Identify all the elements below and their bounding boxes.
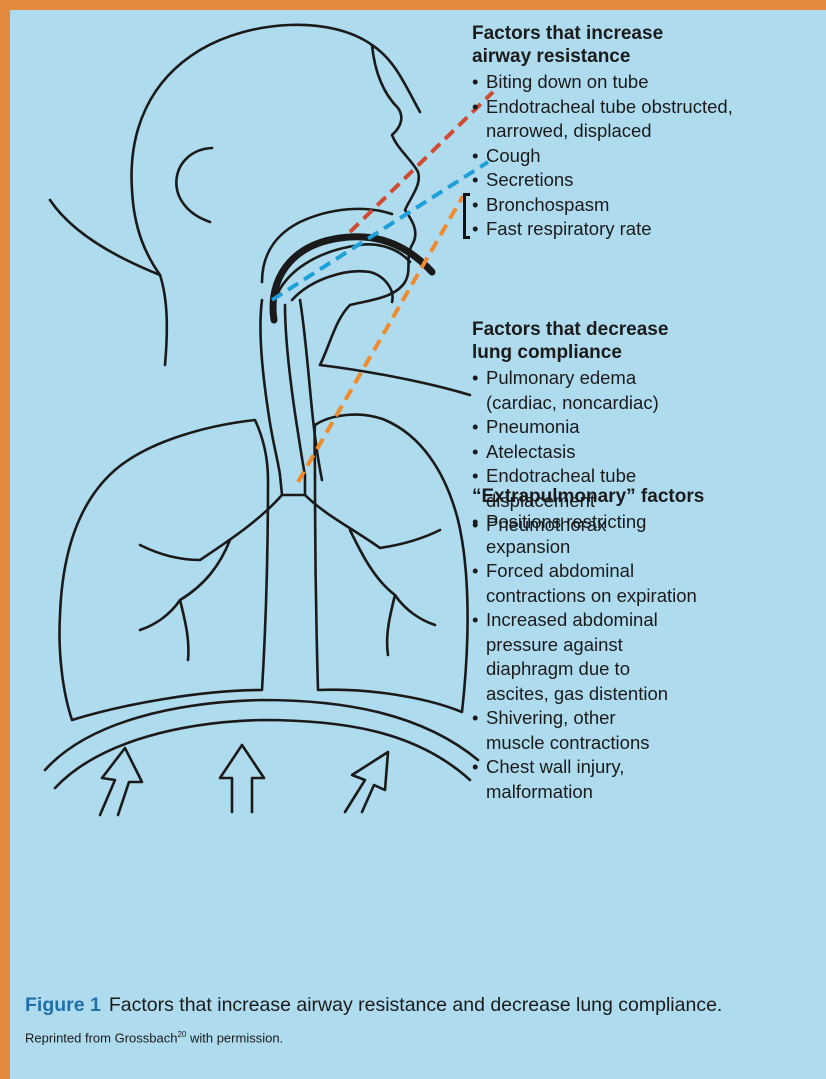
arrow-left xyxy=(100,748,142,815)
connector-blue xyxy=(272,162,488,300)
lung-compliance-heading: Factors that decrease lung compliance xyxy=(472,318,812,364)
airway-resistance-heading: Factors that increase airway resistance xyxy=(472,22,812,68)
list-item-continuation: narrowed, displaced xyxy=(472,119,812,144)
figure-caption: Figure 1 Factors that increase airway res… xyxy=(25,994,722,1017)
trachea-left-wall xyxy=(260,300,280,475)
ear xyxy=(176,148,212,222)
extrapulmonary-group: “Extrapulmonary” factors Positions restr… xyxy=(472,485,812,804)
list-item: Forced abdominal xyxy=(472,559,812,584)
list-item: Shivering, other xyxy=(472,706,812,731)
trachea-right-wall xyxy=(285,305,305,475)
respiratory-system-illustration xyxy=(0,0,500,820)
list-item-continuation: malformation xyxy=(472,780,812,805)
right-shoulder xyxy=(320,365,470,395)
list-item: Bronchospasm xyxy=(472,193,812,218)
arrow-center xyxy=(220,745,264,812)
heading-line-1: Factors that decrease xyxy=(472,319,668,340)
caption-text: Factors that increase airway resistance … xyxy=(109,994,722,1016)
heading-line-1: Factors that increase xyxy=(472,23,663,44)
list-item: Increased abdominal xyxy=(472,608,812,633)
credit-text-after: with permission. xyxy=(186,1030,283,1045)
arrow-right xyxy=(345,752,388,812)
extrapulmonary-heading: “Extrapulmonary” factors xyxy=(472,485,812,508)
left-bronchus xyxy=(140,495,282,660)
list-item-continuation: diaphragm due to xyxy=(472,657,812,682)
heading-line-2: lung compliance xyxy=(472,342,622,363)
extrapulmonary-list: Positions restricting expansion Forced a… xyxy=(472,510,812,804)
list-item: Cough xyxy=(472,144,812,169)
figure-label: Figure 1 xyxy=(25,994,101,1016)
airway-resistance-list: Biting down on tube Endotracheal tube ob… xyxy=(472,70,812,242)
list-item: Positions restricting xyxy=(472,510,812,535)
list-item: Biting down on tube xyxy=(472,70,812,95)
list-item-continuation: ascites, gas distention xyxy=(472,682,812,707)
list-item-continuation: muscle contractions xyxy=(472,731,812,756)
credit-text-before: Reprinted from Grossbach xyxy=(25,1030,177,1045)
list-item-continuation: (cardiac, noncardiac) xyxy=(472,391,812,416)
list-item: Atelectasis xyxy=(472,440,812,465)
esophagus xyxy=(300,300,322,480)
list-item: Fast respiratory rate xyxy=(472,217,812,242)
secretions-bronchospasm-bracket xyxy=(463,193,470,239)
list-item-continuation: expansion xyxy=(472,535,812,560)
airway-resistance-group: Factors that increase airway resistance … xyxy=(472,22,812,242)
list-item-continuation: contractions on expiration xyxy=(472,584,812,609)
heading-line-2: airway resistance xyxy=(472,46,630,67)
list-item-continuation: pressure against xyxy=(472,633,812,658)
left-shoulder xyxy=(50,200,160,275)
right-bronchus xyxy=(305,495,440,655)
list-item: Pneumonia xyxy=(472,415,812,440)
left-lung xyxy=(60,420,269,720)
figure-credit: Reprinted from Grossbach20 with permissi… xyxy=(25,1030,283,1045)
list-item: Chest wall injury, xyxy=(472,755,812,780)
list-item: Endotracheal tube obstructed, xyxy=(472,95,812,120)
right-lung xyxy=(315,415,468,712)
face-profile xyxy=(320,45,419,365)
list-item: Secretions xyxy=(472,168,812,193)
list-item: Pulmonary edema xyxy=(472,366,812,391)
